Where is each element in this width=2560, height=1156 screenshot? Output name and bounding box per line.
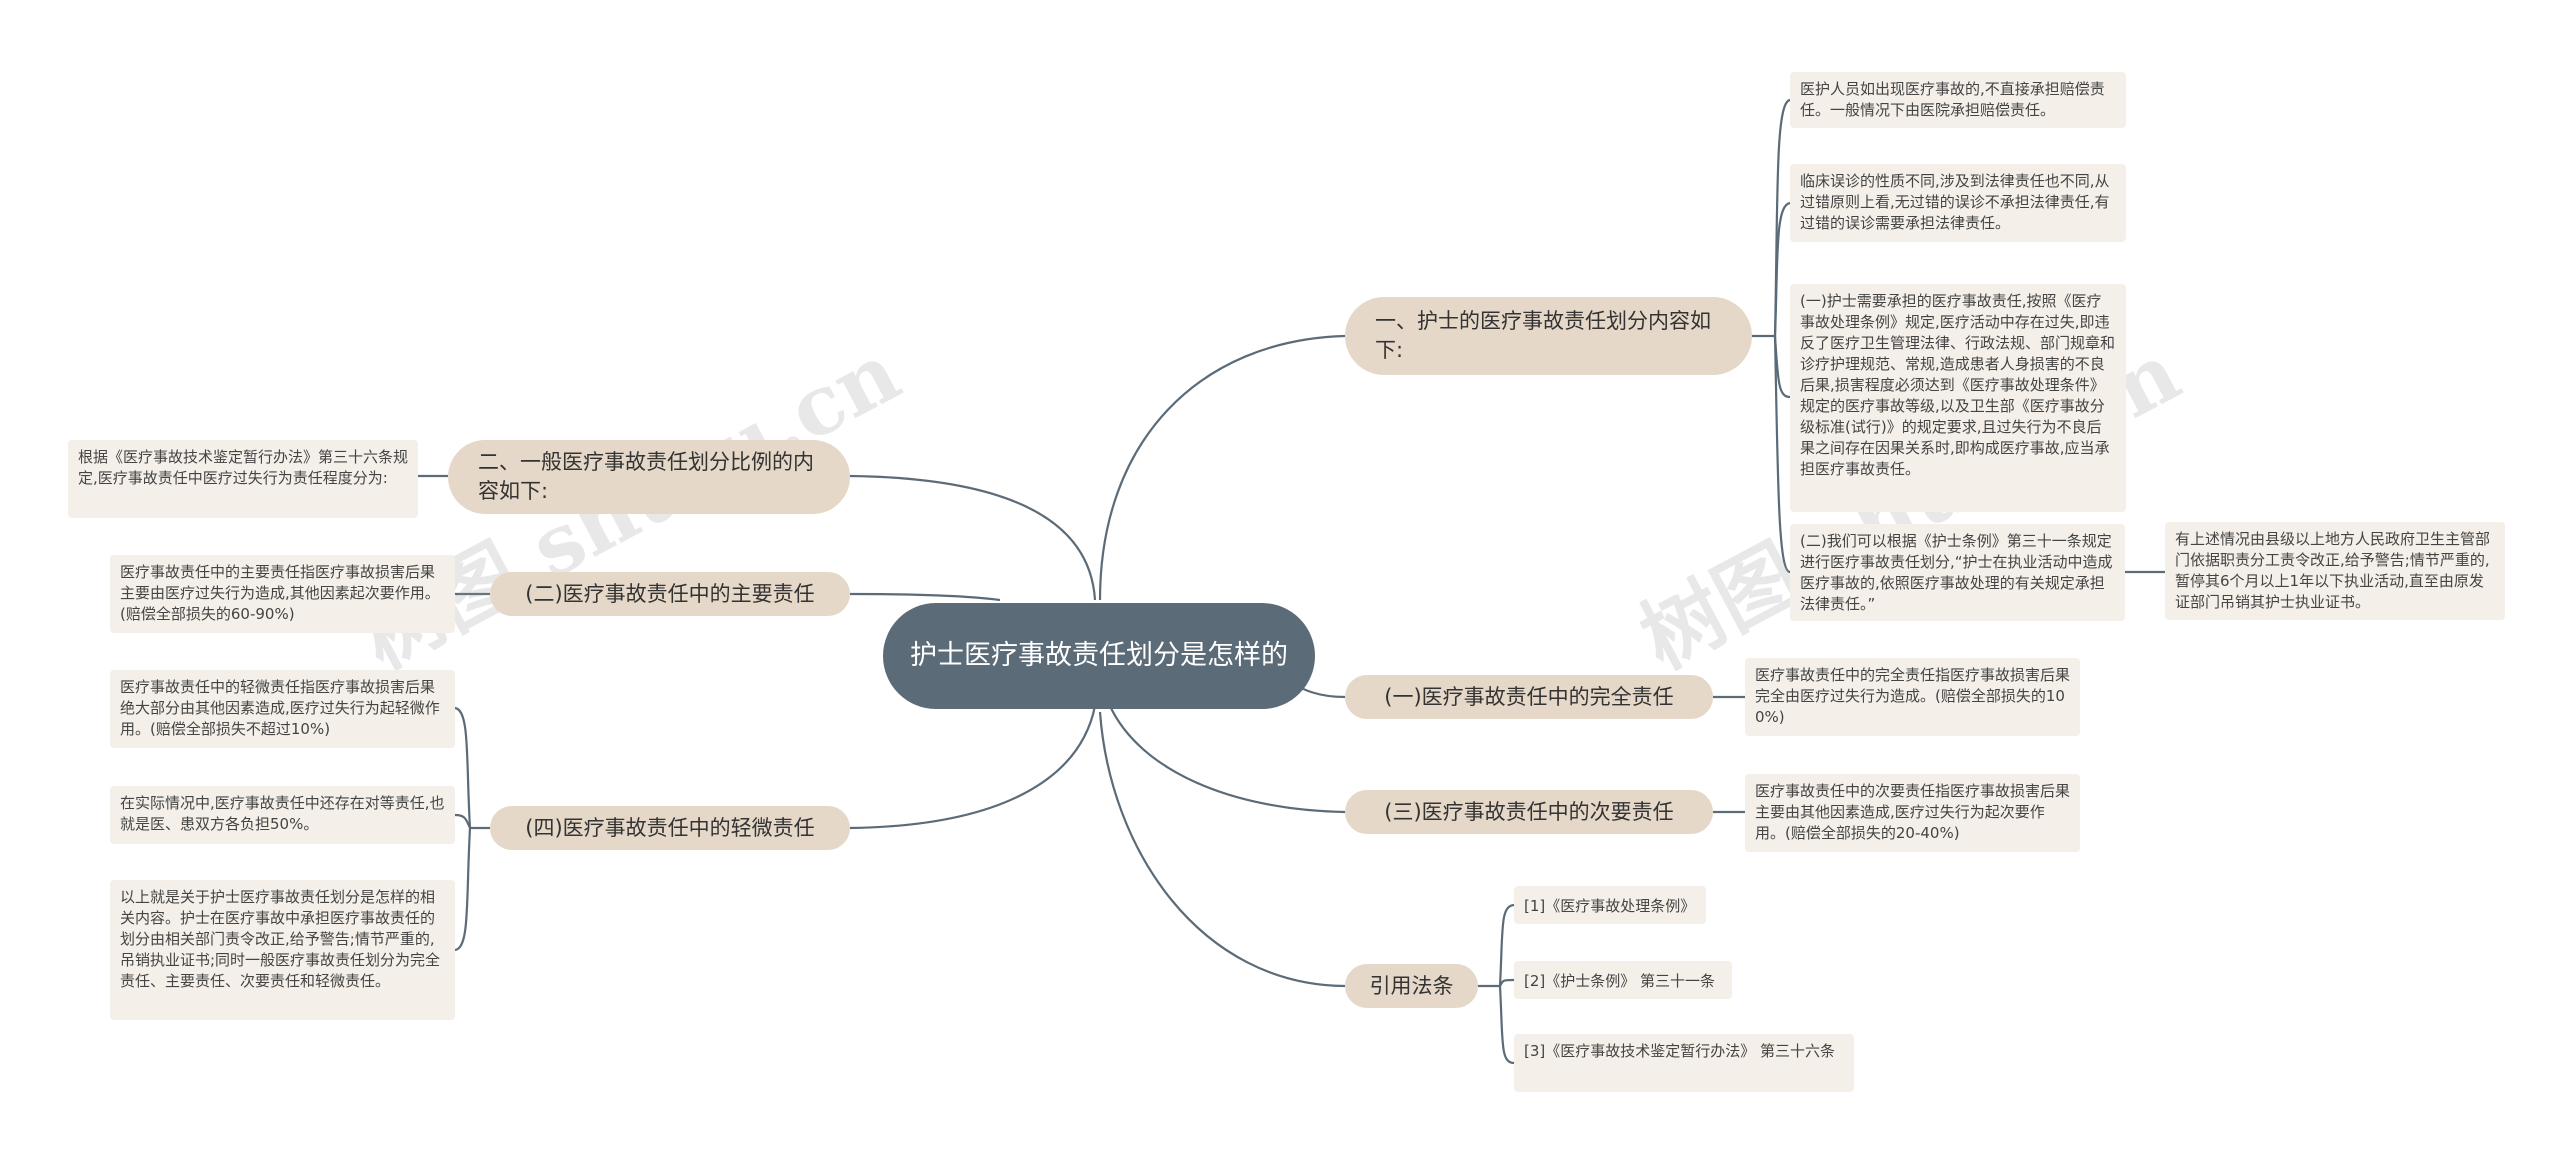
- leaf-nurse-liability-rules: (一)护士需要承担的医疗事故责任,按照《医疗事故处理条例》规定,医疗活动中存在过…: [1790, 284, 2126, 512]
- leaf-misdiagnosis: 临床误诊的性质不同,涉及到法律责任也不同,从过错原则上看,无过错的误诊不承担法律…: [1790, 164, 2126, 242]
- branch-full-responsibility[interactable]: (一)医疗事故责任中的完全责任: [1345, 675, 1713, 719]
- leaf-minor-responsibility: 医疗事故责任中的轻微责任指医疗事故损害后果绝大部分由其他因素造成,医疗过失行为起…: [110, 670, 455, 748]
- branch-secondary-responsibility[interactable]: (三)医疗事故责任中的次要责任: [1345, 790, 1713, 834]
- leaf-citation-1[interactable]: [1]《医疗事故处理条例》: [1514, 886, 1706, 924]
- branch-cited-laws[interactable]: 引用法条: [1345, 964, 1478, 1008]
- leaf-citation-3[interactable]: [3]《医疗事故技术鉴定暂行办法》 第三十六条: [1514, 1034, 1854, 1092]
- leaf-degree-basis: 根据《医疗事故技术鉴定暂行办法》第三十六条规定,医疗事故责任中医疗过失行为责任程…: [68, 440, 418, 518]
- leaf-citation-2[interactable]: [2]《护士条例》 第三十一条: [1514, 961, 1732, 999]
- leaf-full-responsibility: 医疗事故责任中的完全责任指医疗事故损害后果完全由医疗过失行为造成。(赔偿全部损失…: [1745, 658, 2080, 736]
- branch-nurse-responsibility[interactable]: 一、护士的医疗事故责任划分内容如下:: [1345, 297, 1752, 375]
- leaf-summary: 以上就是关于护士医疗事故责任划分是怎样的相关内容。护士在医疗事故中承担医疗事故责…: [110, 880, 455, 1020]
- leaf-nurse-regulation-article: (二)我们可以根据《护士条例》第三十一条规定进行医疗事故责任划分,“护士在执业活…: [1790, 524, 2125, 621]
- leaf-secondary-responsibility: 医疗事故责任中的次要责任指医疗事故损害后果主要由其他因素造成,医疗过失行为起次要…: [1745, 774, 2080, 852]
- branch-main-responsibility[interactable]: (二)医疗事故责任中的主要责任: [490, 572, 850, 616]
- leaf-no-direct-compensation: 医护人员如出现医疗事故的,不直接承担赔偿责任。一般情况下由医院承担赔偿责任。: [1790, 72, 2126, 128]
- branch-minor-responsibility[interactable]: (四)医疗事故责任中的轻微责任: [490, 806, 850, 850]
- leaf-penalty: 有上述情况由县级以上地方人民政府卫生主管部门依据职责分工责令改正,给予警告;情节…: [2165, 522, 2505, 620]
- root-topic[interactable]: 护士医疗事故责任划分是怎样的: [883, 603, 1315, 709]
- branch-general-ratio[interactable]: 二、一般医疗事故责任划分比例的内容如下:: [448, 440, 850, 514]
- leaf-main-responsibility: 医疗事故责任中的主要责任指医疗事故损害后果主要由医疗过失行为造成,其他因素起次要…: [110, 555, 455, 633]
- leaf-equal-responsibility: 在实际情况中,医疗事故责任中还存在对等责任,也就是医、患双方各负担50%。: [110, 786, 455, 844]
